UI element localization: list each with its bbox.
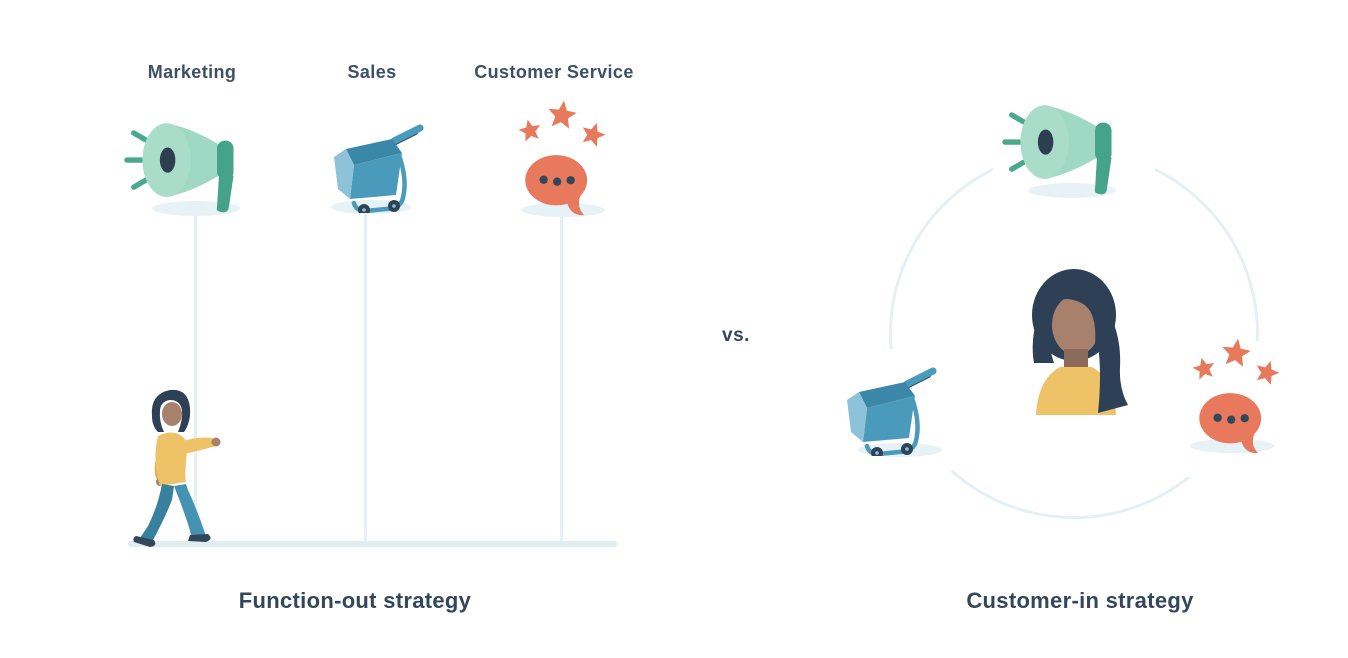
column-label-marketing: Marketing — [147, 62, 237, 82]
column-label-sales: Sales — [347, 62, 397, 82]
sales-guide-line — [364, 210, 367, 543]
marketing-guide-line — [194, 210, 197, 543]
review-chat-icon — [518, 100, 606, 216]
ground-shadow — [521, 203, 605, 217]
customer-service-guide-line — [560, 210, 563, 543]
ground-shadow — [1028, 183, 1116, 198]
shopping-cart-icon — [334, 124, 424, 213]
walking-customer-figure — [133, 389, 221, 547]
review-chat-icon — [1192, 338, 1280, 454]
timeline-baseline — [128, 541, 617, 547]
customer-person-figure — [1032, 269, 1128, 415]
vs-label: vs. — [722, 325, 750, 346]
megaphone-icon — [124, 123, 234, 213]
customer-in-caption: Customer-in strategy — [966, 588, 1194, 613]
function-out-caption: Function-out strategy — [238, 588, 472, 613]
column-label-customer-service: Customer Service — [474, 62, 634, 82]
megaphone-icon — [1002, 105, 1112, 195]
shopping-cart-icon — [847, 367, 937, 456]
